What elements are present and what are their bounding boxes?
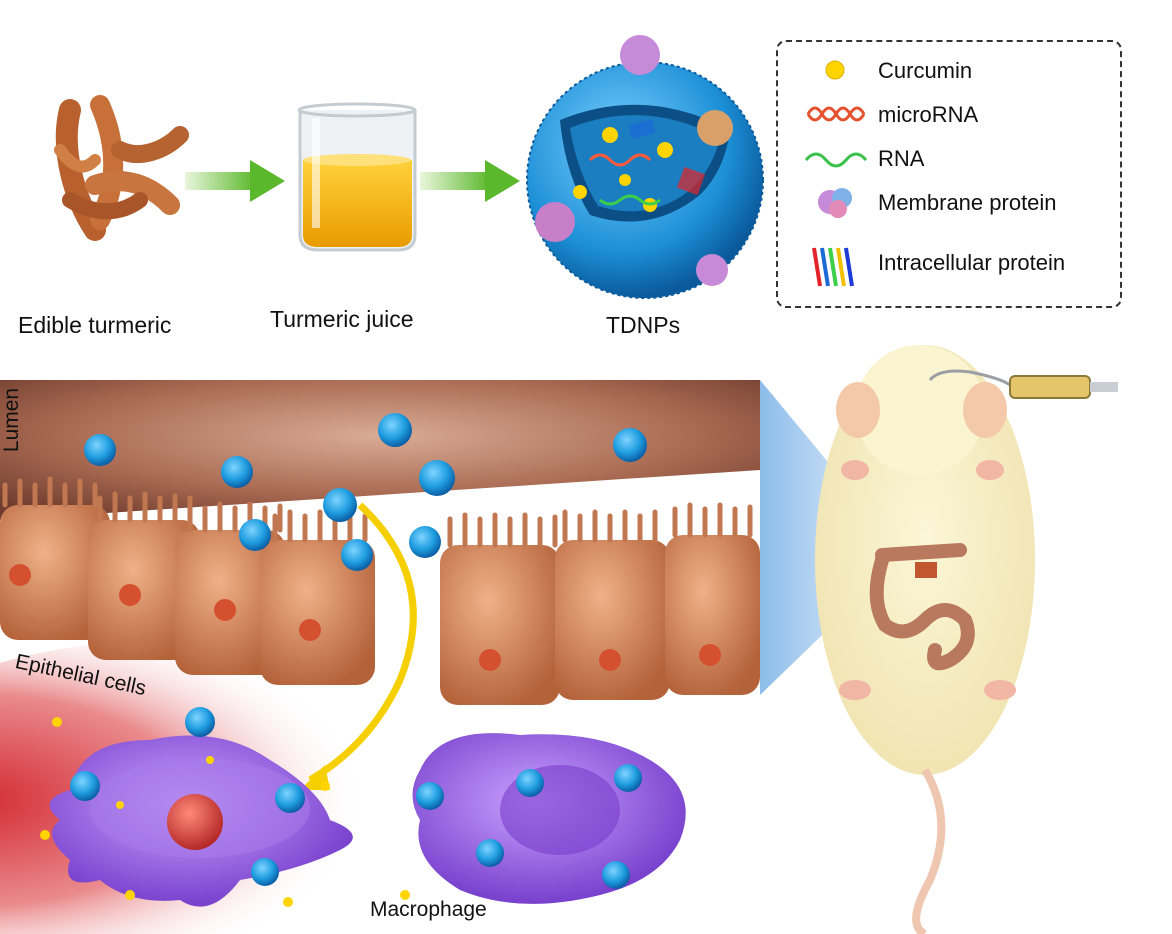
legend-label-membrane-protein: Membrane protein [878, 190, 1057, 215]
legend-label-microrna: microRNA [878, 102, 979, 127]
membrane-protein-icon [800, 182, 870, 222]
legend-row-curcumin: Curcumin [778, 50, 1120, 90]
rna-strand-icon [800, 138, 870, 178]
legend-label-intracellular-protein: Intracellular protein [878, 250, 1066, 275]
process-arrow-2 [420, 160, 520, 202]
legend-label-curcumin: Curcumin [878, 58, 973, 83]
process-arrow-1 [185, 160, 285, 202]
mouse [815, 345, 1118, 934]
epithelial-layer [0, 476, 760, 705]
intestinal-lumen [0, 380, 760, 520]
macrophage-right [400, 733, 686, 904]
turmeric-rhizomes [54, 95, 189, 241]
legend-row-microrna: microRNA [778, 94, 1120, 134]
legend-row-rna: RNA [778, 138, 1120, 178]
legend-box: Curcumin microRNA RNA Membrane protein [776, 40, 1122, 308]
legend-row-intracellular-protein: Intracellular protein [778, 242, 1120, 287]
tdnp-vesicle [526, 35, 764, 299]
step-label-turmeric: Edible turmeric [18, 312, 172, 338]
microrna-helix-icon [800, 94, 870, 134]
intracellular-protein-icon [800, 242, 870, 287]
beaker-juice [297, 102, 417, 252]
legend-row-membrane-protein: Membrane protein [778, 182, 1120, 222]
lumen-label: Lumen [0, 387, 24, 453]
step-label-juice: Turmeric juice [270, 306, 414, 332]
macrophage-left [40, 707, 353, 907]
macrophage-label: Macrophage [370, 898, 487, 921]
step-label-tdnps: TDNPs [606, 312, 681, 338]
legend-label-rna: RNA [878, 146, 925, 171]
curcumin-dot-icon [800, 50, 870, 90]
nanoparticles [84, 413, 647, 571]
